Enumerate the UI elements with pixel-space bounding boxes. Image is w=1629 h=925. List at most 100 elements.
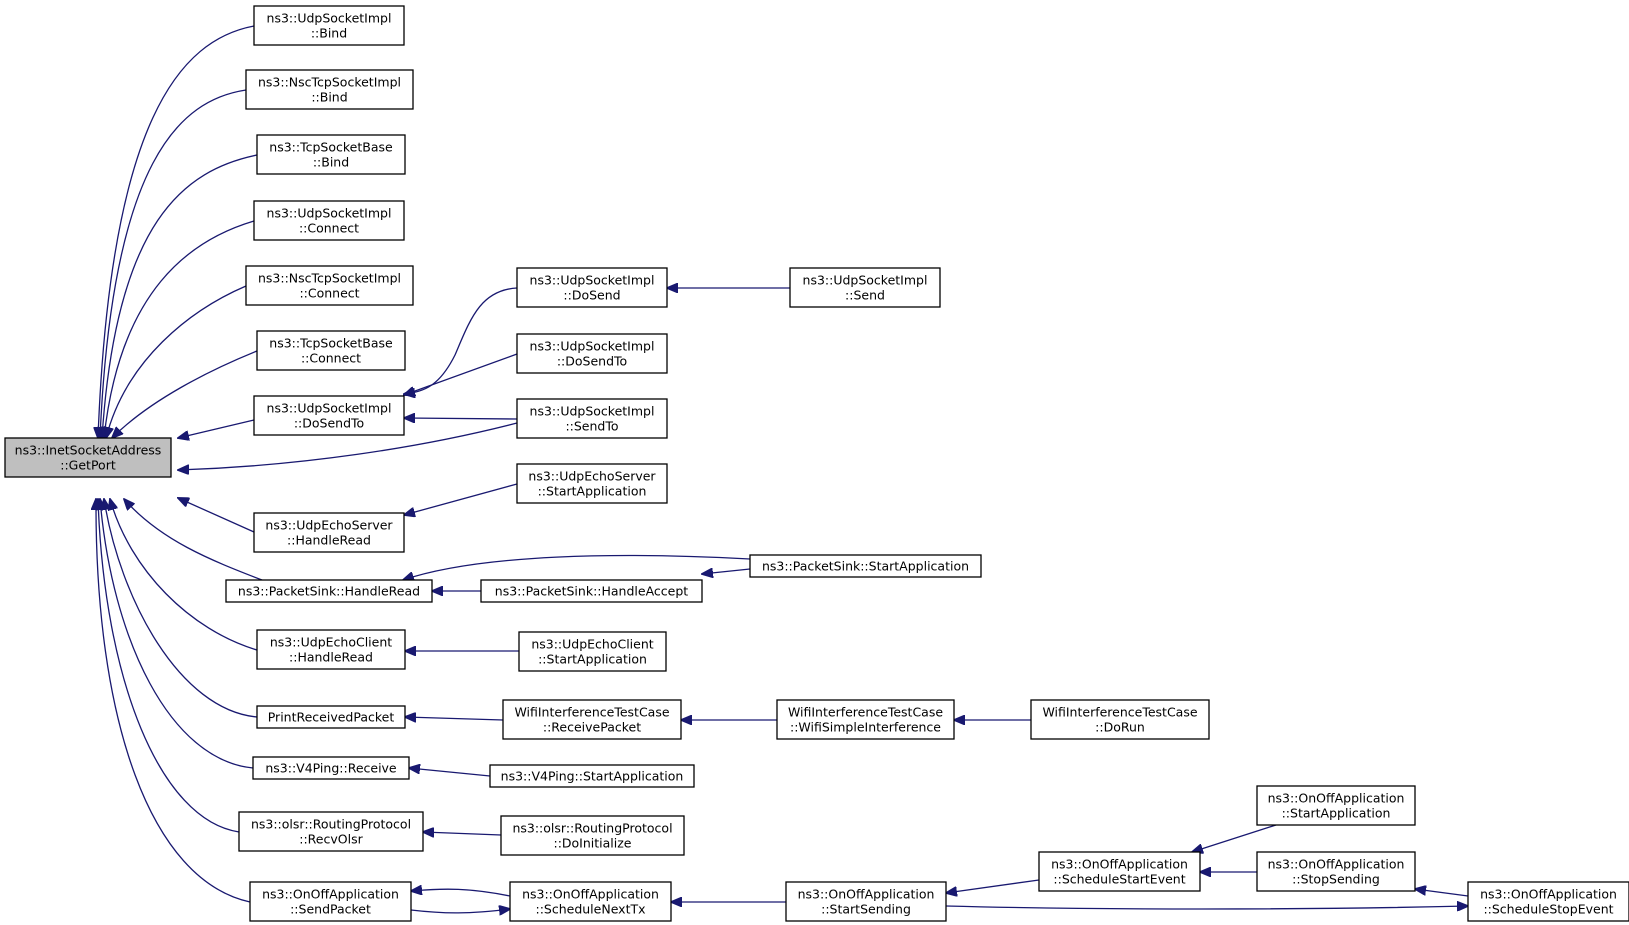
node-getport[interactable]: ns3::InetSocketAddress::GetPort — [4, 437, 172, 478]
node-olsr-init[interactable]: ns3::olsr::RoutingProtocol::DoInitialize — [500, 815, 685, 856]
node-wifi-receive[interactable]: WifiInterferenceTestCase::ReceivePacket — [502, 699, 682, 740]
node-tcp-bind[interactable]: ns3::TcpSocketBase::Bind — [256, 134, 406, 175]
node-box — [256, 134, 406, 175]
node-label-line: ns3::OnOffApplication — [1268, 857, 1405, 872]
node-label-line: ns3::V4Ping::StartApplication — [501, 769, 684, 784]
node-onoff-stopsending[interactable]: ns3::OnOffApplication::StopSending — [1256, 851, 1416, 892]
node-echo-client-start[interactable]: ns3::UdpEchoClient::StartApplication — [518, 631, 667, 672]
node-label-line: ns3::OnOffApplication — [262, 887, 399, 902]
edge-onoff_startapp-to-onoff_schedstart — [1192, 824, 1277, 852]
node-box — [516, 398, 668, 439]
node-onoff-startapp[interactable]: ns3::OnOffApplication::StartApplication — [1256, 785, 1416, 826]
node-udp-connect[interactable]: ns3::UdpSocketImpl::Connect — [253, 200, 405, 241]
edge-olsr_recv-to-getport — [98, 499, 240, 833]
node-udp-dosend[interactable]: ns3::UdpSocketImpl::DoSend — [516, 267, 668, 308]
node-label-line: ::StartApplication — [538, 484, 647, 499]
node-label-line: ns3::UdpEchoClient — [531, 637, 653, 652]
edges-layer — [96, 25, 1469, 913]
node-echo-client-read[interactable]: ns3::UdpEchoClient::HandleRead — [256, 629, 406, 670]
node-label-line: ::WifiSimpleInterference — [790, 720, 941, 735]
node-label-line: ::Bind — [311, 90, 347, 105]
node-box — [1256, 851, 1416, 892]
edge-tcp_connect-to-getport — [112, 350, 258, 438]
node-label-line: ns3::NscTcpSocketImpl — [258, 271, 401, 286]
edge-onoff_sendpacket-to-onoff_nexttx — [410, 909, 510, 913]
node-onoff-startsending[interactable]: ns3::OnOffApplication::StartSending — [785, 881, 947, 922]
node-label-line: ::Bind — [313, 155, 349, 170]
node-box — [516, 463, 668, 504]
node-label-line: ::ScheduleStartEvent — [1053, 872, 1185, 887]
edge-echo_client_read-to-getport — [110, 499, 258, 651]
node-onoff-sendpacket[interactable]: ns3::OnOffApplication::SendPacket — [249, 881, 412, 922]
node-label-line: ::SendTo — [565, 419, 618, 434]
node-box — [500, 815, 685, 856]
node-label-line: ::Connect — [301, 351, 361, 366]
node-onoff-schedstop[interactable]: ns3::OnOffApplication::ScheduleStopEvent — [1467, 881, 1629, 922]
edge-echo_server_read-to-getport — [178, 498, 255, 533]
node-sink-read[interactable]: ns3::PacketSink::HandleRead — [225, 579, 433, 603]
node-wifi-dorun[interactable]: WifiInterferenceTestCase::DoRun — [1030, 699, 1210, 740]
edge-v4ping_start-to-v4ping_receive — [409, 768, 491, 777]
node-print-received[interactable]: PrintReceivedPacket — [256, 705, 406, 729]
node-box — [749, 554, 982, 578]
node-label-line: ::Connect — [299, 221, 359, 236]
node-box — [1256, 785, 1416, 826]
node-box — [789, 267, 941, 308]
node-box — [4, 437, 172, 478]
node-label-line: ns3::UdpSocketImpl — [267, 11, 392, 26]
node-v4ping-receive[interactable]: ns3::V4Ping::Receive — [252, 756, 410, 780]
node-nsc-bind[interactable]: ns3::NscTcpSocketImpl::Bind — [245, 69, 414, 110]
node-wifi-simple[interactable]: WifiInterferenceTestCase::WifiSimpleInte… — [776, 699, 955, 740]
node-label-line: ns3::UdpSocketImpl — [530, 273, 655, 288]
node-box — [516, 333, 668, 374]
node-label-line: ::ReceivePacket — [543, 720, 641, 735]
node-label-line: ns3::olsr::RoutingProtocol — [251, 817, 411, 832]
node-nsc-connect[interactable]: ns3::NscTcpSocketImpl::Connect — [245, 265, 414, 306]
edge-echo_server_start-to-echo_server_read — [404, 483, 518, 515]
node-onoff-nexttx[interactable]: ns3::OnOffApplication::ScheduleNextTx — [509, 881, 672, 922]
node-label-line: ::SendPacket — [290, 902, 371, 917]
node-label-line: ::HandleRead — [289, 650, 373, 665]
edge-udp_dosend-to-udp_dosendto_l — [404, 287, 518, 394]
node-label-line: ::Bind — [311, 26, 347, 41]
node-box — [253, 395, 405, 436]
node-label-line: ns3::olsr::RoutingProtocol — [512, 821, 672, 836]
edge-udp_dosendto_r-to-udp_dosendto_l — [404, 353, 518, 395]
node-box — [252, 756, 410, 780]
node-label-line: ns3::PacketSink::HandleRead — [238, 584, 420, 599]
node-label-line: ns3::OnOffApplication — [1480, 887, 1617, 902]
node-echo-server-read[interactable]: ns3::UdpEchoServer::HandleRead — [253, 512, 405, 553]
node-sink-start[interactable]: ns3::PacketSink::StartApplication — [749, 554, 982, 578]
node-echo-server-start[interactable]: ns3::UdpEchoServer::StartApplication — [516, 463, 668, 504]
edge-udp_sendto-to-getport — [178, 422, 518, 470]
node-box — [1030, 699, 1210, 740]
node-udp-dosendto-l[interactable]: ns3::UdpSocketImpl::DoSendTo — [253, 395, 405, 436]
node-box — [256, 330, 406, 371]
node-box — [225, 579, 433, 603]
node-onoff-schedstart[interactable]: ns3::OnOffApplication::ScheduleStartEven… — [1038, 851, 1201, 892]
node-box — [253, 5, 405, 46]
node-udp-sendto[interactable]: ns3::UdpSocketImpl::SendTo — [516, 398, 668, 439]
node-udp-dosendto-r[interactable]: ns3::UdpSocketImpl::DoSendTo — [516, 333, 668, 374]
node-label-line: ns3::PacketSink::StartApplication — [762, 559, 969, 574]
edge-olsr_init-to-olsr_recv — [423, 832, 502, 835]
node-udp-send[interactable]: ns3::UdpSocketImpl::Send — [789, 267, 941, 308]
node-tcp-connect[interactable]: ns3::TcpSocketBase::Connect — [256, 330, 406, 371]
edge-onoff_schedstop-to-onoff_stopsending — [1415, 889, 1469, 897]
node-label-line: ns3::OnOffApplication — [1268, 791, 1405, 806]
node-olsr-recv[interactable]: ns3::olsr::RoutingProtocol::RecvOlsr — [238, 811, 424, 852]
node-box — [509, 881, 672, 922]
node-label-line: ns3::OnOffApplication — [522, 887, 659, 902]
node-label-line: ns3::NscTcpSocketImpl — [258, 75, 401, 90]
node-sink-accept[interactable]: ns3::PacketSink::HandleAccept — [480, 579, 703, 603]
node-udp-bind[interactable]: ns3::UdpSocketImpl::Bind — [253, 5, 405, 46]
node-v4ping-start[interactable]: ns3::V4Ping::StartApplication — [489, 764, 695, 788]
node-label-line: ::StartApplication — [1282, 806, 1391, 821]
node-label-line: ns3::UdpSocketImpl — [803, 273, 928, 288]
node-box — [776, 699, 955, 740]
node-box — [238, 811, 424, 852]
node-box — [245, 69, 414, 110]
node-label-line: ::GetPort — [60, 458, 116, 473]
node-box — [256, 705, 406, 729]
edge-nsc_bind-to-getport — [100, 89, 247, 438]
